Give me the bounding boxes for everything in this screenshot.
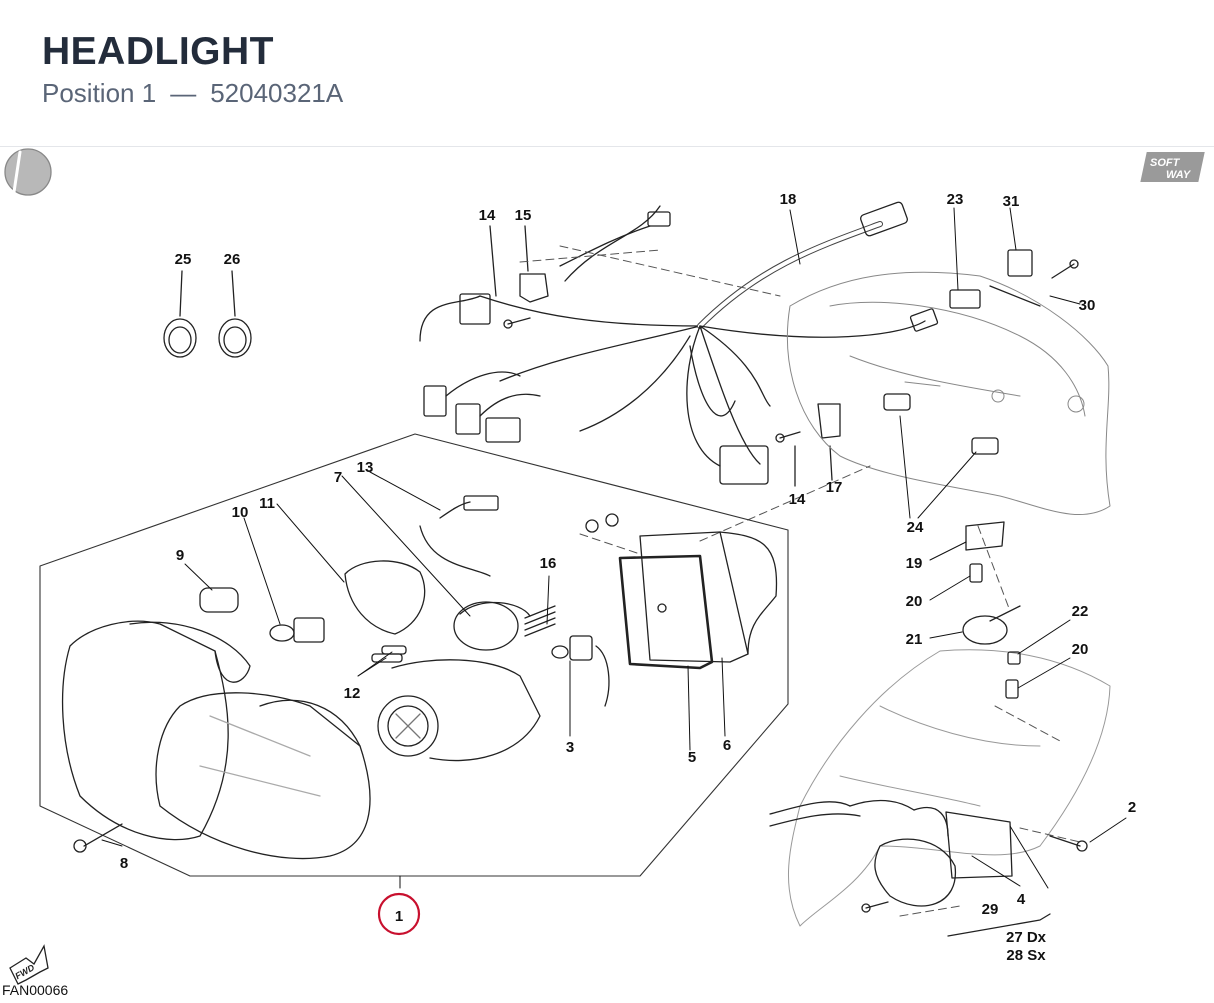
screw-20-lower xyxy=(1005,679,1019,699)
callout-4: 4 xyxy=(1017,891,1026,908)
grommet-24 xyxy=(883,393,999,455)
callout-20-lower: 20 xyxy=(1072,641,1089,658)
screw-20-upper xyxy=(969,563,983,583)
bolt-14-lower xyxy=(775,431,801,443)
screw-30 xyxy=(1051,259,1079,279)
clip-ring-26 xyxy=(218,318,252,358)
callout-13: 13 xyxy=(357,459,374,476)
indicator-lens-29 xyxy=(874,838,956,907)
callout-1: 1 xyxy=(395,908,403,925)
round-badge-icon xyxy=(4,148,52,196)
callout-21: 21 xyxy=(906,631,923,648)
horn-bracket-21 xyxy=(962,605,1021,645)
bracket-27-28 xyxy=(947,913,1051,937)
callout-15: 15 xyxy=(515,207,532,224)
bolt-14-upper xyxy=(503,317,531,329)
callout-19: 19 xyxy=(906,555,923,572)
screw-29 xyxy=(861,901,889,913)
callout-8: 8 xyxy=(120,855,128,872)
callout-31: 31 xyxy=(1003,193,1020,210)
spring-16 xyxy=(524,605,556,637)
page-title: HEADLIGHT xyxy=(42,30,274,73)
callout-7: 7 xyxy=(334,469,342,486)
lower-fairing xyxy=(787,649,1111,927)
page-header: HEADLIGHT Position 1 — 52040321A xyxy=(0,0,1214,147)
headlamp-assembly-outline xyxy=(39,433,789,877)
gasket-5 xyxy=(618,554,714,670)
callout-11: 11 xyxy=(259,495,275,512)
callout-22: 22 xyxy=(1072,603,1089,620)
softway-logo: SOFT WAY xyxy=(1140,152,1205,182)
turn-indicator-4 xyxy=(913,806,1013,879)
bracket-15 xyxy=(519,273,549,303)
projector-lamp xyxy=(377,659,541,762)
callout-16: 16 xyxy=(540,555,557,572)
svg-text:WAY: WAY xyxy=(1166,169,1192,181)
svg-text:SOFT: SOFT xyxy=(1150,157,1181,169)
headlamp-reflector-6 xyxy=(639,531,778,663)
bulb-socket-11 xyxy=(344,560,426,635)
callout-9: 9 xyxy=(176,547,184,564)
headlight-lens-right xyxy=(155,692,371,860)
spacer-22 xyxy=(1007,651,1021,665)
callout-14-lower: 14 xyxy=(789,491,806,508)
headlight-lens-left xyxy=(61,620,229,841)
relay-31 xyxy=(989,249,1041,307)
part-number: 52040321A xyxy=(210,78,344,108)
callout-26: 26 xyxy=(224,251,241,268)
fwd-arrow-icon: FWD xyxy=(9,944,49,985)
bracket-17 xyxy=(817,403,841,439)
bulb-3 xyxy=(551,635,610,707)
screw-2 xyxy=(1049,835,1088,852)
bulb-10 xyxy=(269,617,325,643)
callout-14: 14 xyxy=(479,207,496,224)
callout-20-upper: 20 xyxy=(906,593,923,610)
callout-24: 24 xyxy=(907,519,924,536)
connector-13 xyxy=(419,495,499,577)
callout-5: 5 xyxy=(688,749,696,766)
relay-23 xyxy=(949,289,981,309)
clip-ring-25 xyxy=(163,318,197,358)
callout-27: 27 Dx xyxy=(1006,929,1047,946)
exploded-parts-diagram: SOFT WAY FWD 1 25 26 14 15 18 23 31 30 1… xyxy=(4,148,1205,985)
headlight-housing xyxy=(129,621,361,747)
position-label: Position 1 xyxy=(42,78,157,108)
callout-1-highlight[interactable]: 1 xyxy=(377,892,421,936)
bulb-12 xyxy=(371,645,407,663)
callout-28: 28 Sx xyxy=(1006,947,1046,964)
callout-6: 6 xyxy=(723,737,731,754)
callout-23: 23 xyxy=(947,191,964,208)
callout-18: 18 xyxy=(780,191,797,208)
page-subtitle: Position 1 — 52040321A xyxy=(42,78,343,109)
wiring-harness xyxy=(419,201,939,485)
callout-17: 17 xyxy=(826,479,843,496)
callout-2: 2 xyxy=(1128,799,1136,816)
drawing-code: FAN00066 xyxy=(2,982,69,998)
callout-labels: 25 26 14 15 18 23 31 30 13 7 11 10 9 16 … xyxy=(120,191,1136,964)
lamp-housing-7 xyxy=(453,601,531,651)
callout-25: 25 xyxy=(175,251,192,268)
nuts xyxy=(585,513,619,533)
callout-29: 29 xyxy=(982,901,999,918)
indicator-wires xyxy=(769,799,915,827)
subtitle-dash: — xyxy=(170,78,197,108)
callout-3: 3 xyxy=(566,739,574,756)
callout-30: 30 xyxy=(1079,297,1096,314)
callout-12: 12 xyxy=(344,685,361,702)
grommet-9 xyxy=(199,587,239,613)
headlight-support-frame xyxy=(787,271,1111,516)
callout-10: 10 xyxy=(232,504,249,521)
bolt-8 xyxy=(73,823,123,853)
